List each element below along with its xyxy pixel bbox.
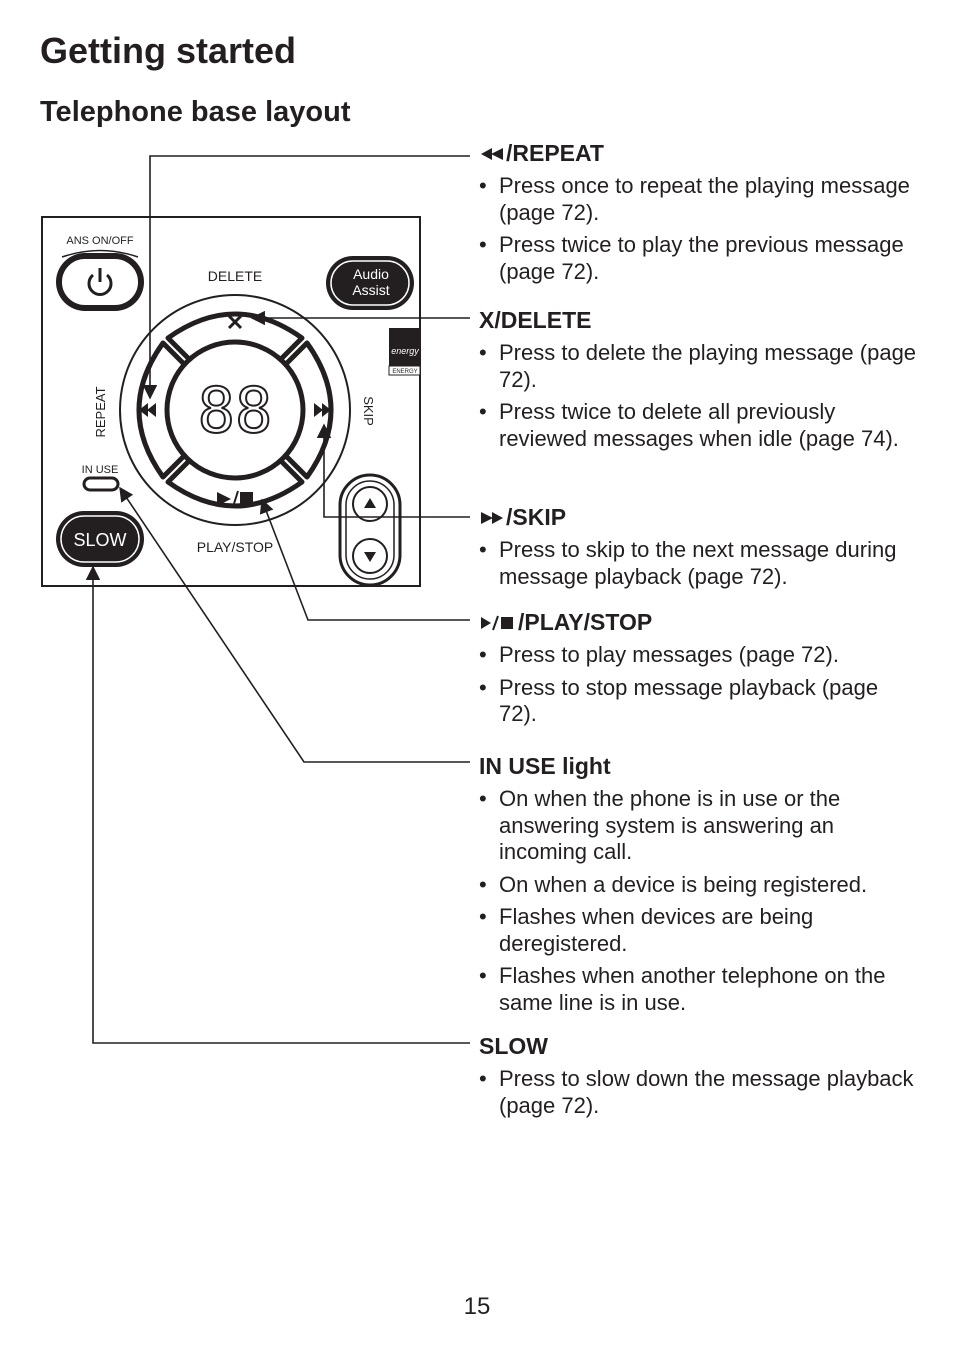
- fast-forward-icon: [314, 403, 331, 417]
- play-stop-callout-line: [259, 498, 470, 621]
- fast-forward-icon: [481, 511, 503, 524]
- energy-script: energy: [391, 346, 419, 356]
- page-number: 15: [463, 1293, 491, 1320]
- x-icon: [227, 314, 243, 330]
- play-stop-heading: /PLAY/STOP: [479, 609, 919, 636]
- play-stop-label: PLAY/STOP: [197, 539, 274, 555]
- list-item: Press once to repeat the playing message…: [479, 173, 919, 226]
- energy-star-logo: energy ENERGY: [388, 328, 421, 376]
- message-display: 88: [164, 339, 306, 481]
- down-arrow-icon: [364, 552, 376, 562]
- play-stop-icon: [481, 615, 513, 630]
- power-icon: [87, 268, 113, 296]
- message-count: 88: [198, 374, 273, 447]
- list-item: Flashes when devices are being deregiste…: [479, 904, 919, 957]
- ans-on-off-button[interactable]: [56, 253, 144, 311]
- list-item: Press to slow down the message playback …: [479, 1066, 919, 1119]
- up-arrow-icon: [364, 498, 376, 508]
- volume-rocker[interactable]: [338, 473, 402, 587]
- in-use-heading: IN USE light: [479, 753, 611, 779]
- skip-heading-text: /SKIP: [506, 504, 567, 530]
- list-item: Press to skip to the next message during…: [479, 537, 919, 590]
- list-item: Press to stop message playback (page 72)…: [479, 675, 919, 728]
- skip-label: SKIP: [361, 396, 376, 426]
- slow-button[interactable]: SLOW: [56, 511, 144, 567]
- section-title: Telephone base layout: [40, 96, 351, 128]
- delete-heading: X/DELETE: [479, 307, 592, 333]
- in-use-label: IN USE: [82, 464, 119, 476]
- repeat-heading: /REPEAT: [479, 140, 919, 167]
- page-title: Getting started: [40, 30, 297, 71]
- list-item: Press twice to delete all previously rev…: [479, 399, 919, 452]
- audio-assist-line2: Assist: [352, 282, 389, 298]
- list-item: Press to play messages (page 72).: [479, 642, 919, 669]
- skip-heading: /SKIP: [479, 504, 919, 531]
- list-item: Press to delete the playing message (pag…: [479, 340, 919, 393]
- delete-label: DELETE: [208, 268, 262, 284]
- play-stop-icon: [217, 490, 253, 508]
- list-item: On when the phone is in use or the answe…: [479, 786, 919, 866]
- ans-on-off-label: ANS ON/OFF: [66, 235, 134, 247]
- repeat-heading-text: /REPEAT: [506, 140, 604, 166]
- play-stop-description: /PLAY/STOP Press to play messages (page …: [479, 609, 919, 734]
- slow-description: SLOW Press to slow down the message play…: [479, 1033, 919, 1125]
- slow-callout-line: [85, 565, 470, 1044]
- in-use-light: [82, 476, 120, 492]
- list-item: Flashes when another telephone on the sa…: [479, 963, 919, 1016]
- slow-label: SLOW: [73, 530, 126, 550]
- list-item: On when a device is being registered.: [479, 872, 919, 899]
- repeat-description: /REPEAT Press once to repeat the playing…: [479, 140, 919, 291]
- rewind-icon: [139, 403, 156, 417]
- repeat-callout-line: [142, 155, 470, 400]
- play-stop-heading-text: /PLAY/STOP: [518, 609, 653, 635]
- delete-description: X/DELETE Press to delete the playing mes…: [479, 307, 919, 458]
- list-item: Press twice to play the previous message…: [479, 232, 919, 285]
- base-panel-frame: [41, 216, 421, 587]
- repeat-label: REPEAT: [93, 386, 108, 437]
- skip-description: /SKIP Press to skip to the next message …: [479, 504, 919, 596]
- in-use-description: IN USE light On when the phone is in use…: [479, 753, 919, 1022]
- skip-callout-line: [316, 423, 470, 518]
- audio-assist-button[interactable]: Audio Assist: [326, 256, 414, 310]
- slow-heading: SLOW: [479, 1033, 548, 1059]
- audio-assist-line1: Audio: [353, 266, 389, 282]
- rewind-icon: [481, 147, 503, 160]
- in-use-callout-line: [119, 486, 470, 763]
- energy-label: ENERGY: [392, 369, 417, 375]
